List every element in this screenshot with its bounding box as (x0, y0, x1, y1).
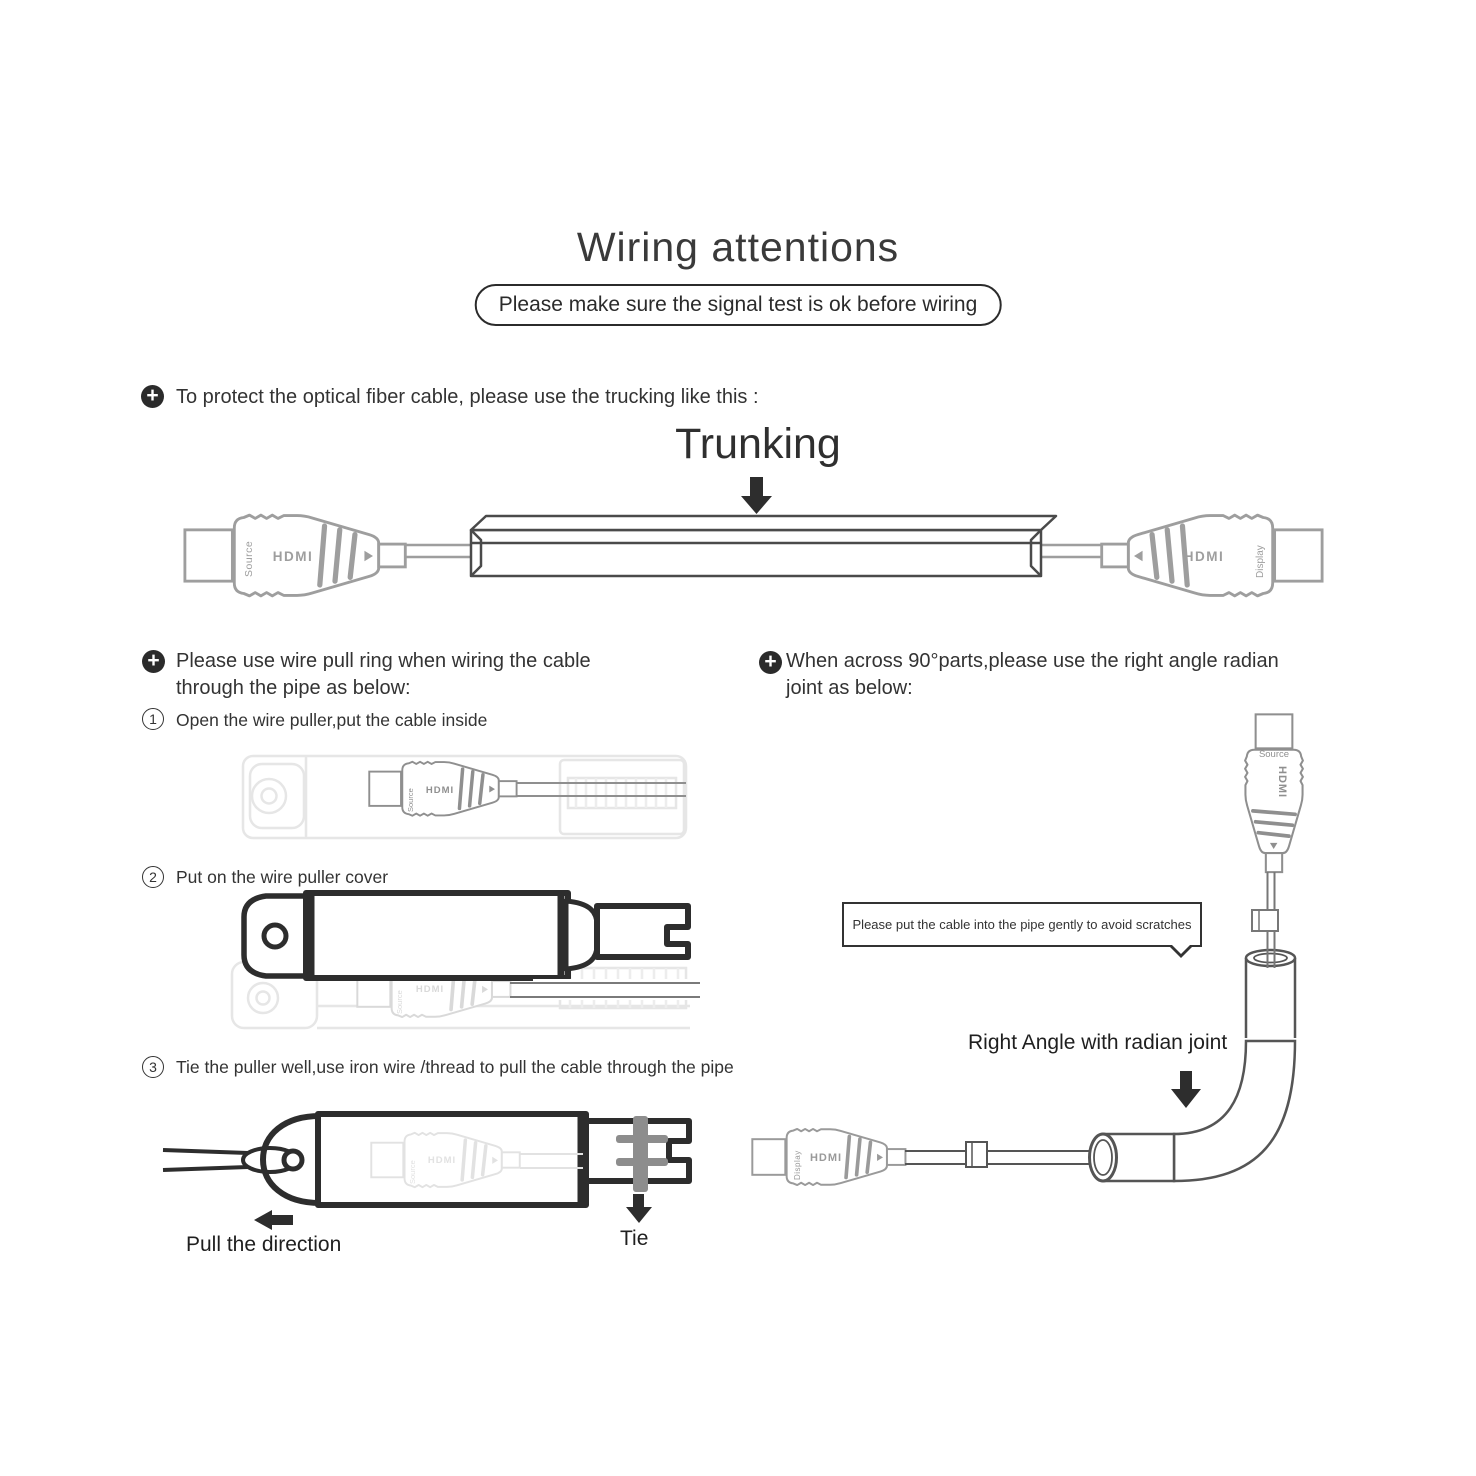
elbow-mouth (1101, 1132, 1176, 1183)
pipe-rim-inner (1253, 952, 1288, 964)
wire-puller-cover (241, 890, 691, 981)
hdmi-connector-display: Display HDMI (1102, 515, 1322, 596)
trunking-diagram: Source HDMI Display HDMI (165, 477, 1350, 615)
elbow-pipe (1172, 1039, 1297, 1183)
pull-wire-loop (162, 1146, 305, 1174)
vertical-pipe (1244, 958, 1297, 1038)
hdmi-connector-source-vertical: Source HDMI (1243, 712, 1305, 874)
hdmi-logo: HDMI (426, 785, 454, 796)
trunking-duct (469, 514, 1058, 578)
pipe-rim (1244, 948, 1297, 968)
tie-band (616, 1116, 668, 1192)
source-label: Source (408, 1160, 417, 1184)
plus-bullet-icon: + (142, 650, 165, 673)
joint-arrow-down-icon (1171, 1071, 1201, 1108)
hdmi-logo: HDMI (810, 1152, 842, 1164)
display-label: Display (793, 1150, 802, 1180)
fiber-cable (510, 982, 700, 998)
cable-mask (533, 979, 695, 1000)
fiber-cable-faint (520, 1153, 592, 1169)
trunking-caption: Trunking (675, 420, 841, 468)
source-label: Source (406, 788, 415, 812)
fiber-cable (404, 543, 1103, 559)
step1-diagram: Source HDMI (241, 754, 688, 840)
hdmi-connector-source: Source HDMI (367, 760, 519, 818)
fiber-cable (517, 782, 686, 797)
pipe-opening-inner (1093, 1139, 1113, 1176)
pull-ring-instruction: Please use wire pull ring when wiring th… (176, 650, 591, 699)
hdmi-connector-source: Source HDMI (185, 515, 405, 596)
display-label: Display (1255, 545, 1266, 578)
hdmi-connector-source-faint: Source HDMI (369, 1131, 522, 1189)
page-title: Wiring attentions (576, 224, 900, 270)
hdmi-logo: HDMI (428, 1155, 456, 1166)
fiber-cable-horizontal (905, 1150, 1089, 1165)
trunking-instruction: To protect the optical fiber cable, plea… (176, 386, 759, 408)
step-1-number: 1 (142, 708, 164, 730)
signal-test-note: Please make sure the signal test is ok b… (474, 284, 1002, 326)
plus-bullet-icon: + (141, 385, 164, 408)
radian-joint-label: Right Angle with radian joint (968, 1031, 1228, 1054)
plus-bullet-icon: + (759, 651, 782, 674)
source-label: Source (1259, 749, 1289, 760)
source-label: Source (243, 541, 255, 577)
cable-clip (1251, 909, 1279, 932)
trunking-arrow-down-icon (741, 477, 772, 514)
tie-label: Tie (620, 1227, 649, 1250)
step-2-number: 2 (142, 866, 164, 888)
cable-clip (965, 1141, 988, 1168)
pull-arrow-left-icon (254, 1210, 293, 1230)
step3-diagram: Source HDMI (162, 1111, 692, 1230)
gentle-insert-callout: Please put the cable into the pipe gentl… (842, 902, 1202, 958)
hdmi-logo: HDMI (1276, 766, 1288, 798)
step-3-text: Tie the puller well,use iron wire /threa… (176, 1057, 734, 1077)
right-angle-instruction: When across 90°parts,please use the righ… (786, 650, 1279, 699)
step-2-text: Put on the wire puller cover (176, 867, 389, 887)
hdmi-connector-display: Display HDMI (750, 1127, 908, 1187)
pull-direction-label: Pull the direction (186, 1233, 342, 1256)
hdmi-connector-source-faint: Source HDMI (355, 959, 513, 1019)
source-label: Source (395, 990, 404, 1014)
step-3-number: 3 (142, 1056, 164, 1078)
hdmi-logo: HDMI (416, 984, 444, 995)
step2-diagram: Source HDMI (230, 890, 700, 1030)
right-angle-diagram: Source HDMI Display HDMI (750, 712, 1305, 1187)
hdmi-logo: HDMI (1184, 549, 1225, 564)
step-1-text: Open the wire puller,put the cable insid… (176, 710, 488, 730)
tie-arrow-down-icon (626, 1194, 652, 1223)
hdmi-logo: HDMI (273, 549, 314, 564)
